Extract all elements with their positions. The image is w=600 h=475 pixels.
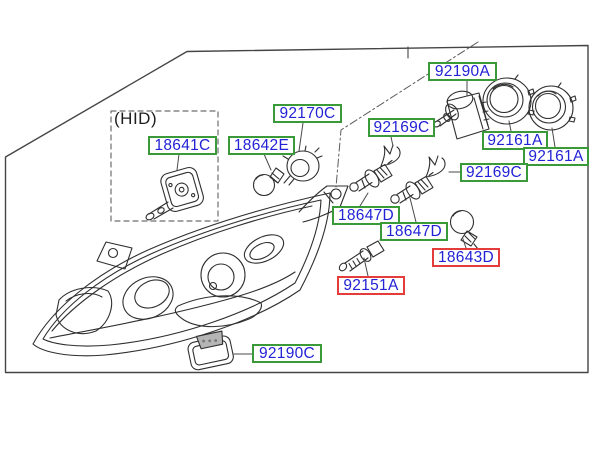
- part-label-92169c-lower[interactable]: 92169C: [460, 163, 528, 182]
- halogen-bulb-2-drawing: [390, 171, 434, 204]
- bulb-18642-drawing: [252, 167, 285, 197]
- part-label-92190c[interactable]: 92190C: [252, 344, 322, 363]
- leveling-actuator-drawing: [433, 90, 490, 140]
- part-label-18643d[interactable]: 18643D: [432, 248, 500, 267]
- headlamp-assembly-drawing: [32, 185, 349, 357]
- part-label-92161a-1[interactable]: 92161A: [482, 131, 548, 150]
- part-label-92170c[interactable]: 92170C: [273, 104, 342, 123]
- halogen-bulb-1-drawing: [349, 159, 393, 192]
- leader-lines: [176, 80, 556, 355]
- part-label-18647d-1[interactable]: 18647D: [332, 206, 400, 225]
- screw-drawing: [338, 236, 385, 272]
- part-label-18641c[interactable]: 18641C: [148, 136, 217, 155]
- part-label-92161a-2[interactable]: 92161A: [523, 147, 589, 166]
- dust-cap-2-drawing: [528, 82, 577, 131]
- ballast-unit-drawing: [187, 330, 234, 371]
- hid-dashed-box: [110, 110, 219, 222]
- dust-cap-1-drawing: [482, 74, 535, 125]
- socket-92170-drawing: [282, 145, 323, 186]
- retainer-clip-2-drawing: [425, 155, 446, 178]
- part-label-92151a[interactable]: 92151A: [337, 276, 405, 295]
- part-label-92169c-upper[interactable]: 92169C: [368, 118, 435, 137]
- panel-frame: [4, 44, 589, 374]
- part-label-92190a[interactable]: 92190A: [428, 62, 497, 81]
- part-label-18647d-2[interactable]: 18647D: [380, 222, 448, 241]
- hid-bulb-drawing: [145, 166, 204, 221]
- hid-note: (HID): [114, 109, 158, 128]
- part-label-18642e[interactable]: 18642E: [228, 136, 295, 155]
- retainer-clip-1-drawing: [380, 144, 401, 167]
